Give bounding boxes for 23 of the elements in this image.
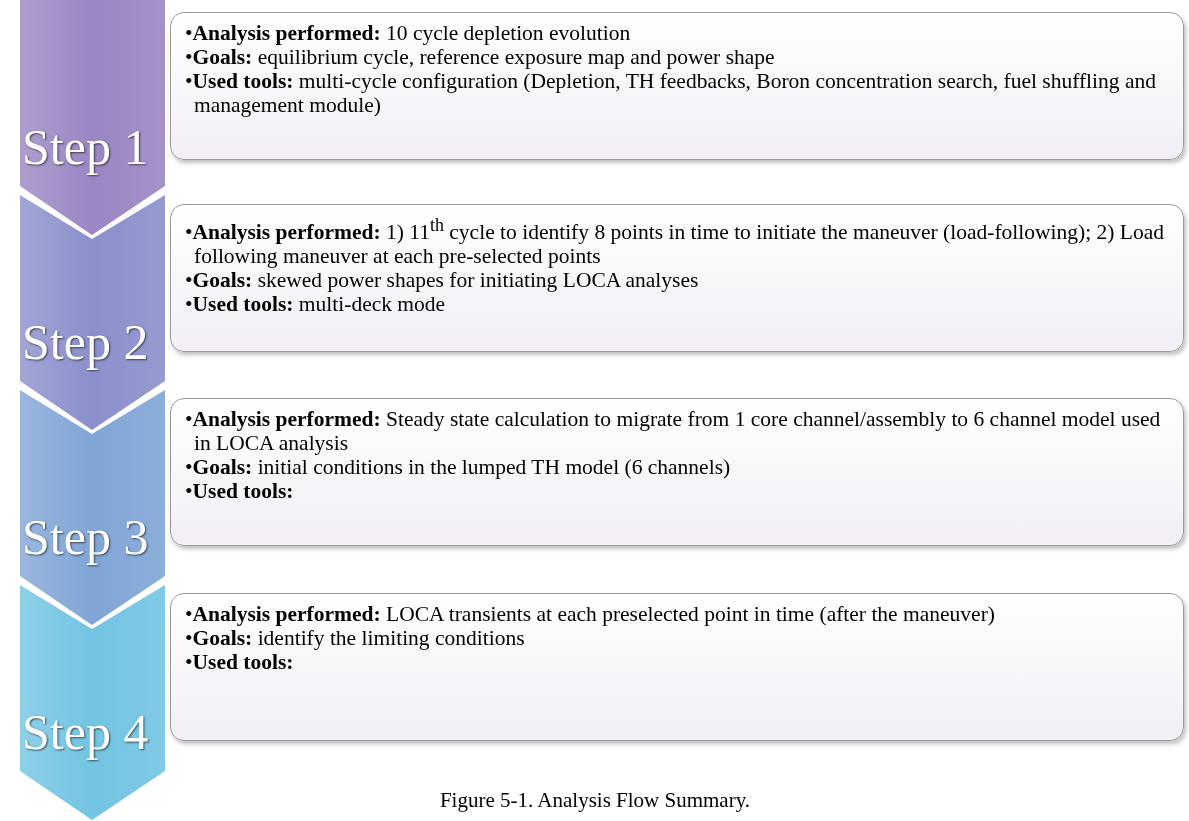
step-label: Step 2: [22, 313, 149, 371]
figure-caption: Figure 5-1. Analysis Flow Summary.: [439, 788, 751, 812]
bullet-text: •Used tools:: [185, 479, 295, 503]
info-box: [170, 398, 1184, 546]
info-box: [170, 12, 1184, 160]
bullet-text: •Goals: identify the limiting conditions: [185, 626, 526, 650]
bullet-text: •Goals: equilibrium cycle, reference exposure map and power shape: [185, 45, 776, 69]
step-label: Step 1: [22, 118, 149, 176]
bullet-text: •Goals: initial conditions in the lumped TH model (6 channels): [185, 455, 732, 479]
bullet-text: •Used tools: multi-deck mode: [185, 292, 447, 317]
bullet-text: •Analysis performed: LOCA transients at each preselected point in time (after the maneuver): [185, 602, 996, 626]
step-label: Step 4: [22, 703, 149, 761]
step-banner: [20, 585, 165, 821]
step-banner: [20, 0, 165, 236]
info-box: [170, 204, 1184, 352]
bullet-text: •Goals: skewed power shapes for initiating LOCA analyses: [185, 268, 700, 293]
step-banner: [20, 390, 165, 626]
bullet-text: •Used tools: multi-cycle configuration (Depletion, TH feedbacks, Boron concentration search, fuel shuffling and management module): [185, 69, 1157, 117]
info-box: [170, 593, 1184, 741]
step-label: Step 3: [22, 508, 149, 566]
bullet-text: •Used tools:: [185, 650, 295, 674]
step-banner: [20, 195, 165, 431]
bullet-text: •Analysis performed: 10 cycle depletion evolution: [185, 21, 632, 45]
